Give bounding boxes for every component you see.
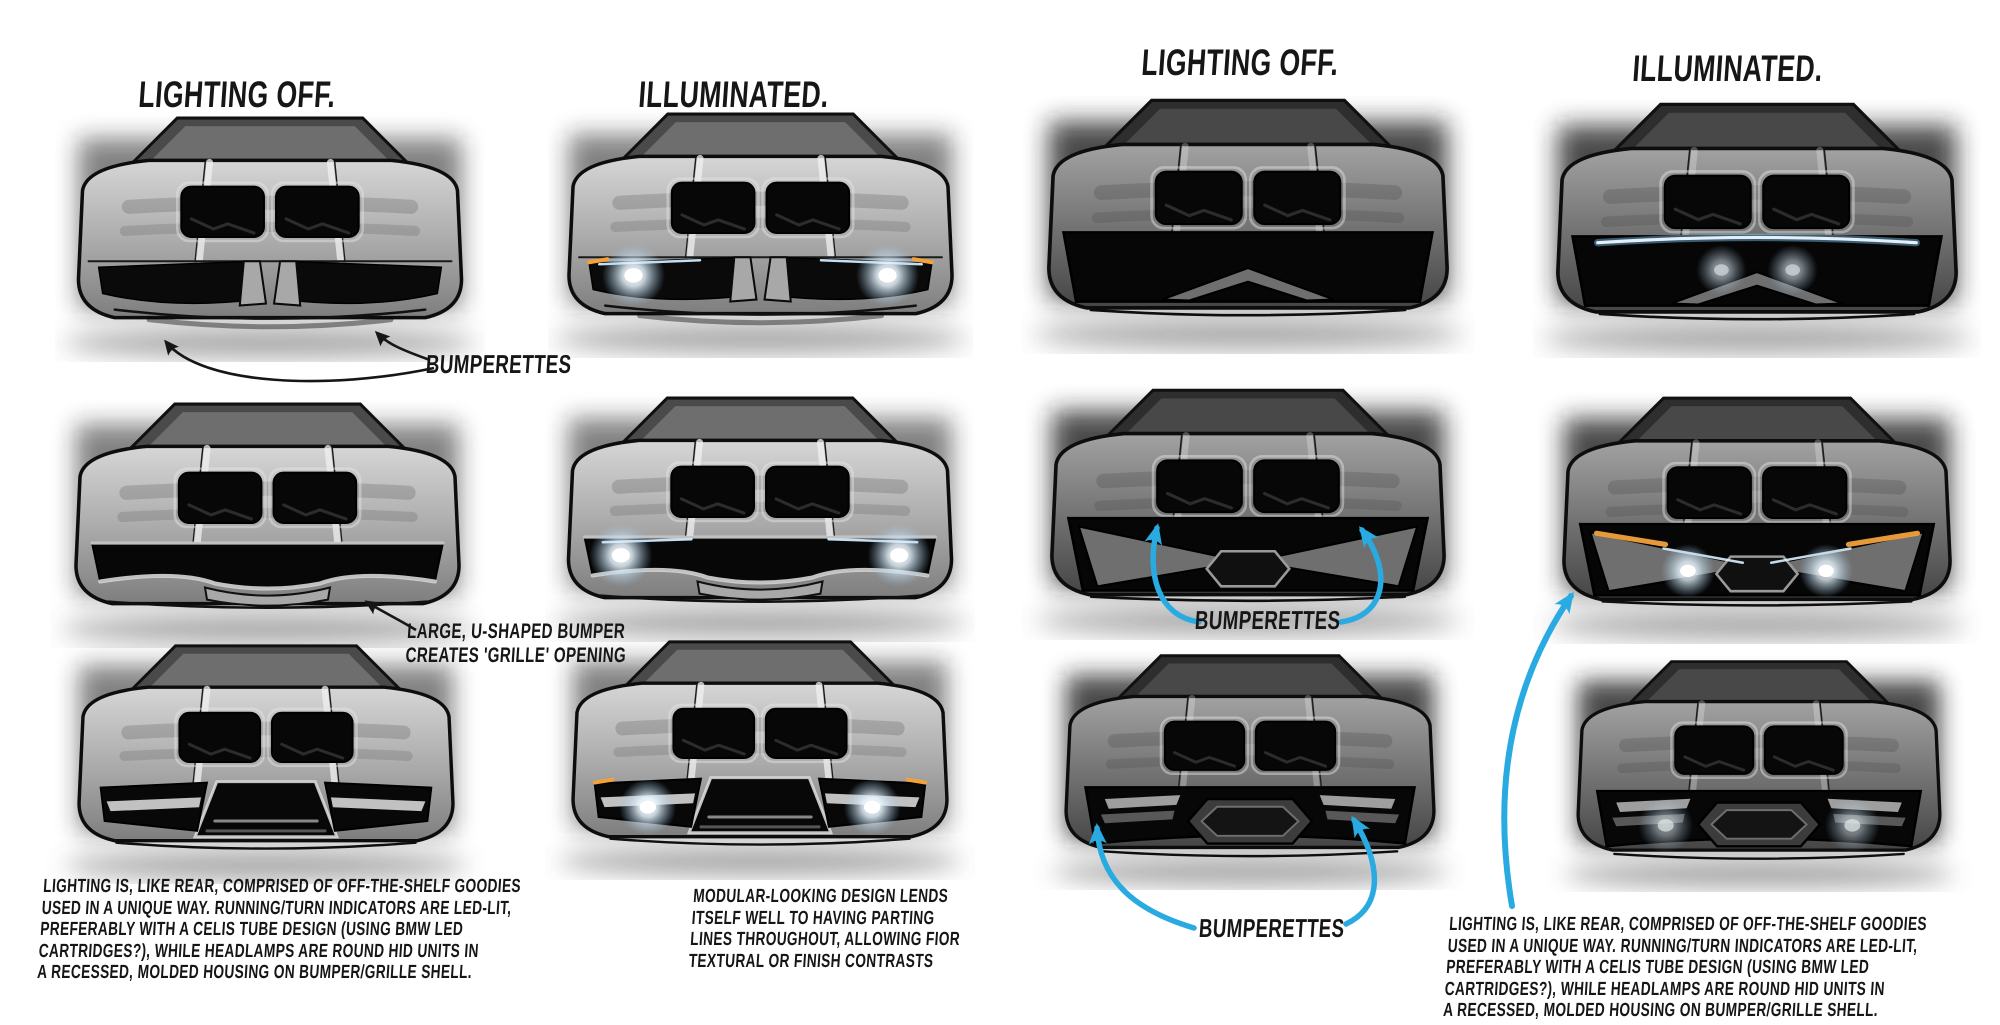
car-sketch-split-bumper-illuminated [548, 106, 973, 358]
caption-line: PREFERABLY WITH A CELIS TUBE DESIGN (USI… [1445, 957, 1870, 978]
annotation-line: BUMPERETTES [1193, 605, 1342, 635]
annotation-line: CREATES 'GRILLE' OPENING [404, 644, 627, 668]
caption-right-lighting-note: LIGHTING IS, LIKE REAR, COMPRISED OF OFF… [1442, 914, 1928, 1022]
car-sketch-hex-bumper-illuminated [1543, 654, 1975, 892]
car-sketch-modular-illuminated [545, 634, 975, 880]
car-sketch-u-bumper-illuminated [545, 390, 975, 642]
caption-line: CARTRIDGES?), WHILE HEADLAMPS ARE ROUND … [1444, 978, 1886, 1000]
car-sketch-x-mask-illuminated [1533, 390, 1981, 644]
caption-modular-note: MODULAR-LOOKING DESIGN LENDS ITSELF WELL… [688, 886, 964, 972]
car-sketch-hex-bumper-lighting-off [1030, 648, 1470, 890]
caption-line: LIGHTING IS, LIKE REAR, COMPRISED OF OFF… [1448, 914, 1928, 935]
caption-line: MODULAR-LOOKING DESIGN LENDS [692, 886, 949, 907]
header-lighting-off-right: LIGHTING OFF. [1140, 42, 1341, 83]
annotation-bumperettes-left: BUMPERETTES [424, 349, 573, 380]
caption-line: PREFERABLY WITH A CELIS TUBE DESIGN (USI… [39, 919, 464, 940]
header-illuminated-right: ILLUMINATED. [1631, 48, 1825, 89]
car-sketch-full-grille-illuminated [1533, 96, 1981, 358]
annotation-u-bumper-note: LARGE, U-SHAPED BUMPER CREATES 'GRILLE' … [405, 620, 629, 668]
annotation-bumperettes-mid-right: BUMPERETTES [1193, 605, 1342, 636]
caption-line: LINES THROUGHOUT, ALLOWING FIOR [689, 929, 961, 950]
caption-left-lighting-note: LIGHTING IS, LIKE REAR, COMPRISED OF OFF… [36, 876, 522, 984]
car-sketch-u-bumper-lighting-off [50, 396, 485, 648]
caption-line: TEXTURAL OR FINISH CONTRASTS [688, 950, 935, 972]
caption-line: ITSELF WELL TO HAVING PARTING [691, 907, 936, 929]
caption-line: CARTRIDGES?), WHILE HEADLAMPS ARE ROUND … [38, 940, 480, 962]
caption-line: A RECESSED, MOLDED HOUSING ON BUMPER/GRI… [36, 962, 473, 983]
car-sketch-split-bumper-lighting-off [55, 110, 485, 362]
annotation-line: BUMPERETTES [424, 349, 573, 379]
annotation-bumperettes-bottom-right: BUMPERETTES [1197, 913, 1346, 944]
annotation-line: BUMPERETTES [1197, 913, 1346, 943]
caption-line: USED IN A UNIQUE WAY. RUNNING/TURN INDIC… [1447, 935, 1919, 957]
caption-line: LIGHTING IS, LIKE REAR, COMPRISED OF OFF… [42, 876, 522, 897]
annotation-line: LARGE, U-SHAPED BUMPER [406, 620, 626, 643]
caption-line: A RECESSED, MOLDED HOUSING ON BUMPER/GRI… [1442, 1000, 1879, 1021]
car-sketch-full-grille-lighting-off [1022, 92, 1474, 354]
car-sketch-modular-lighting-off [46, 638, 486, 884]
car-sketch-x-mask-lighting-off [1022, 382, 1474, 640]
caption-line: USED IN A UNIQUE WAY. RUNNING/TURN INDIC… [41, 897, 513, 919]
